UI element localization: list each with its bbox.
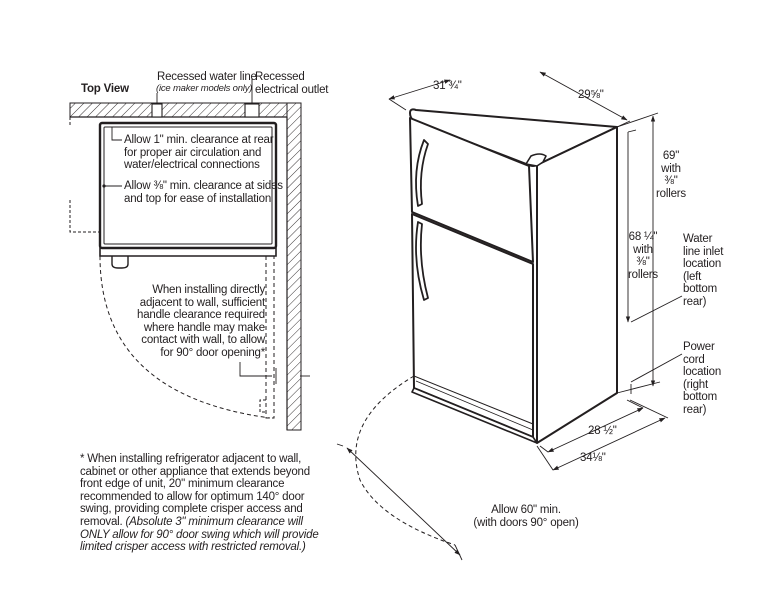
side-wall — [286, 102, 302, 431]
allow-60-label: Allow 60" min. (with doors 90° open) — [473, 504, 579, 529]
dim-bottom-28: 28 ½" — [588, 425, 617, 437]
dim-height-68: 68 ¼" with ⅜" rollers — [628, 231, 658, 281]
dim-top-width: 31 ¾" — [433, 80, 462, 92]
top-view-drawing — [69, 78, 310, 431]
ice-maker-note: (ice maker models only) — [156, 83, 253, 94]
side-clearance-label: Allow ⅜" min. clearance at sides and top… — [124, 180, 283, 205]
footnote-text: * When installing refrigerator adjacent … — [80, 453, 310, 528]
footnote: * When installing refrigerator adjacent … — [80, 453, 320, 554]
recessed-outlet-label: Recessed electrical outlet — [255, 71, 329, 96]
dim-bottom-34: 34⅛" — [580, 452, 606, 464]
dim-top-depth: 29⅝" — [578, 89, 604, 101]
rear-clearance-label: Allow 1" min. clearance at rear for prop… — [124, 134, 274, 171]
top-view-title: Top View — [81, 83, 129, 95]
fridge-isometric — [355, 108, 618, 546]
water-inlet-label: Water line inlet location (left bottom r… — [683, 233, 724, 308]
dim-height-69: 69" with ⅜" rollers — [656, 150, 686, 200]
dimension-lines — [336, 71, 683, 561]
handle-clearance-label: When installing directly adjacent to wal… — [137, 284, 265, 359]
recessed-water-line-label: Recessed water line — [157, 71, 257, 83]
power-cord-label: Power cord location (right bottom rear) — [683, 341, 722, 416]
footnote-italic: (Absolute 3" minimum clearance will ONLY… — [80, 515, 319, 554]
door-swing-arc — [99, 255, 271, 419]
